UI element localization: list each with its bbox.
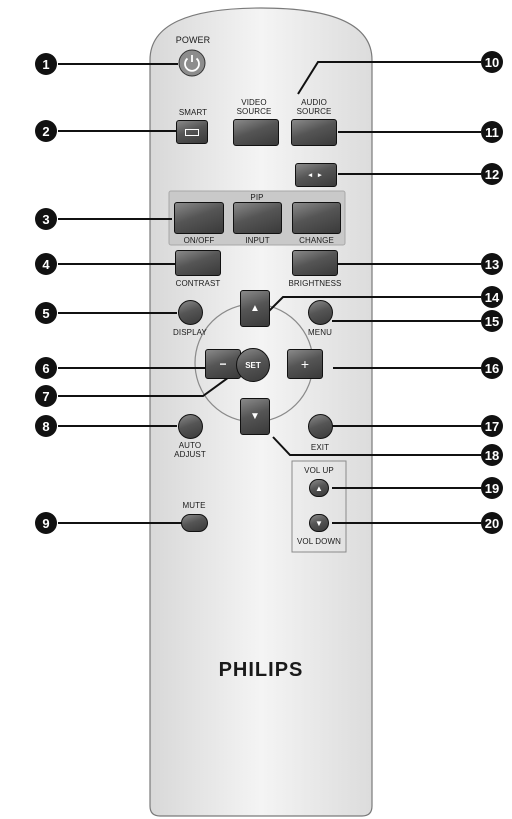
exit-label: EXIT xyxy=(310,443,330,452)
audio-source-label: AUDIO SOURCE xyxy=(296,98,332,116)
smart-icon xyxy=(185,129,199,136)
callout-badge: 16 xyxy=(481,357,503,379)
brand-logo: PHILIPS xyxy=(218,659,304,681)
callout-badge: 3 xyxy=(35,208,57,230)
menu-label: MENU xyxy=(308,328,332,337)
display-label: DISPLAY xyxy=(173,328,207,337)
vol-up-arrow-icon: ▲ xyxy=(315,483,323,493)
smart-label: SMART xyxy=(178,108,208,117)
power-button[interactable] xyxy=(179,50,205,76)
volume-group-box xyxy=(291,460,347,553)
aspect-button[interactable]: ◂ ▸ xyxy=(295,163,337,187)
brightness-button[interactable] xyxy=(292,250,338,276)
mute-label: MUTE xyxy=(182,501,206,510)
auto-adjust-button[interactable] xyxy=(178,414,203,439)
vol-up-button[interactable]: ▲ xyxy=(309,479,329,497)
video-source-button[interactable] xyxy=(233,119,279,146)
display-button[interactable] xyxy=(178,300,203,325)
exit-button[interactable] xyxy=(308,414,333,439)
nav-plus-button[interactable]: + xyxy=(287,349,323,379)
vol-down-arrow-icon: ▼ xyxy=(315,518,323,528)
callout-badge: 4 xyxy=(35,253,57,275)
callout-badge: 17 xyxy=(481,415,503,437)
vol-down-label: VOL DOWN xyxy=(296,537,342,546)
plus-icon: + xyxy=(300,356,310,372)
nav-minus-button[interactable]: − xyxy=(205,349,241,379)
callout-badge: 2 xyxy=(35,120,57,142)
vol-up-label: VOL UP xyxy=(304,466,334,475)
callout-badge: 13 xyxy=(481,253,503,275)
callout-badge: 8 xyxy=(35,415,57,437)
callout-badge: 11 xyxy=(481,121,503,143)
power-button-shape xyxy=(178,49,206,77)
callout-badge: 9 xyxy=(35,512,57,534)
pip-on-off-label: ON/OFF xyxy=(183,236,215,245)
pip-input-button[interactable] xyxy=(233,202,282,234)
contrast-label: CONTRAST xyxy=(175,279,221,288)
power-label: POWER xyxy=(175,35,211,45)
pip-change-label: CHANGE xyxy=(299,236,334,245)
callout-badge: 18 xyxy=(481,444,503,466)
brightness-label: BRIGHTNESS xyxy=(288,279,342,288)
audio-source-button[interactable] xyxy=(291,119,337,146)
minus-icon: − xyxy=(219,357,227,371)
pip-label: PIP xyxy=(250,193,264,202)
callout-badge: 7 xyxy=(35,385,57,407)
smart-button[interactable] xyxy=(176,120,208,144)
callout-badge: 5 xyxy=(35,302,57,324)
nav-down-button[interactable]: ▼ xyxy=(240,398,270,435)
set-label: SET xyxy=(245,360,261,370)
video-source-label: VIDEO SOURCE xyxy=(236,98,272,116)
callout-badge: 10 xyxy=(481,51,503,73)
menu-button[interactable] xyxy=(308,300,333,325)
callout-badge: 19 xyxy=(481,477,503,499)
nav-up-button[interactable]: ▲ xyxy=(240,290,270,327)
callout-badge: 14 xyxy=(481,286,503,308)
aspect-arrows-icon: ◂ ▸ xyxy=(308,172,324,179)
callout-badge: 12 xyxy=(481,163,503,185)
vol-down-button[interactable]: ▼ xyxy=(309,514,329,532)
pip-change-button[interactable] xyxy=(292,202,341,234)
callout-badge: 1 xyxy=(35,53,57,75)
mute-button[interactable] xyxy=(181,514,208,532)
callout-lines xyxy=(58,61,481,524)
callout-badge: 20 xyxy=(481,512,503,534)
auto-adjust-label: AUTO ADJUST xyxy=(174,441,206,459)
pip-on-off-button[interactable] xyxy=(174,202,224,234)
callout-badge: 6 xyxy=(35,357,57,379)
power-icon xyxy=(184,55,200,72)
pip-input-label: INPUT xyxy=(245,236,270,245)
set-button[interactable]: SET xyxy=(236,348,270,382)
up-arrow-icon: ▲ xyxy=(250,303,260,314)
contrast-button[interactable] xyxy=(175,250,221,276)
callout-badge: 15 xyxy=(481,310,503,332)
down-arrow-icon: ▼ xyxy=(250,411,260,422)
